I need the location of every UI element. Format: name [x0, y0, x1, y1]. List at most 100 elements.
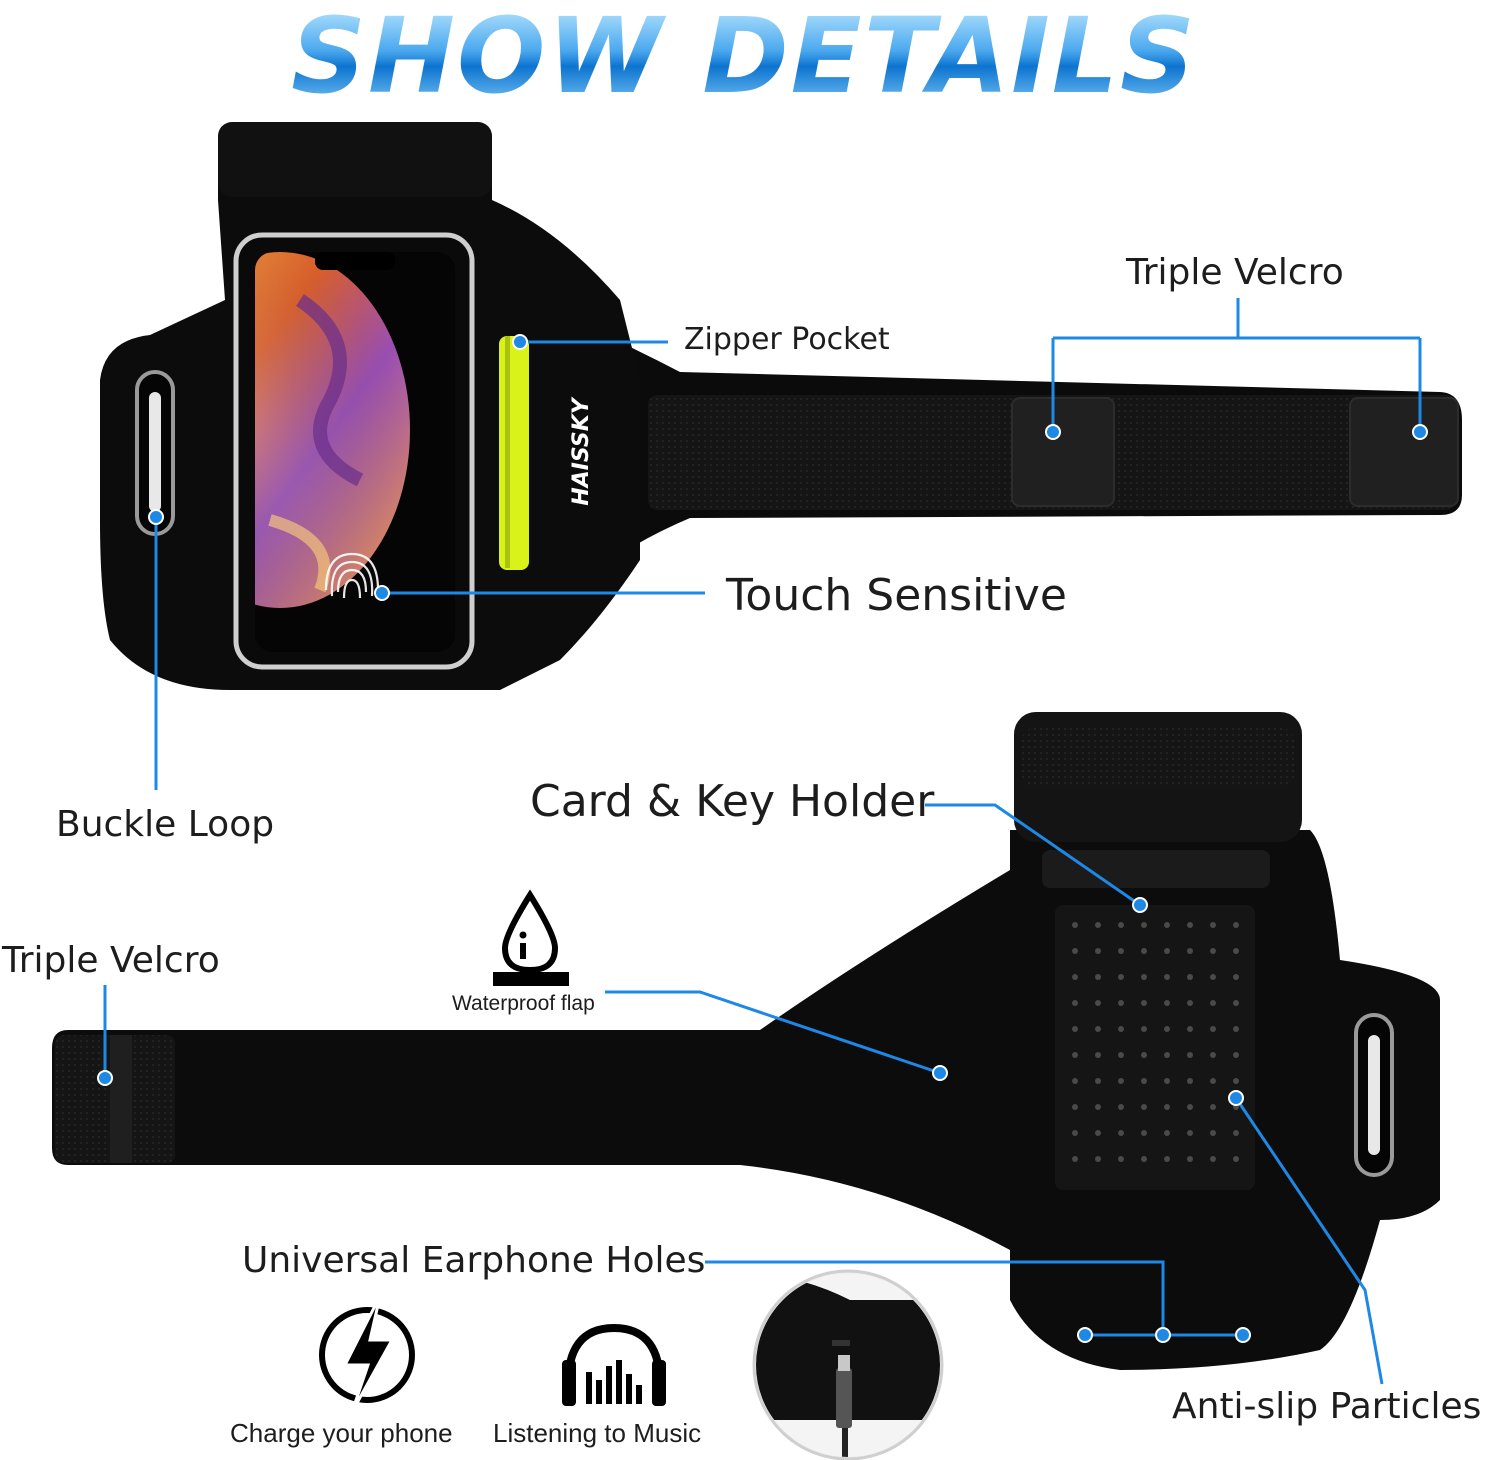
anti-slip-dot: [1164, 1052, 1170, 1058]
anti-slip-dot: [1072, 1026, 1078, 1032]
callout-dot: [1045, 424, 1061, 440]
label-touch-sensitive: Touch Sensitive: [726, 570, 1067, 621]
anti-slip-dot: [1095, 1026, 1101, 1032]
anti-slip-dot: [1141, 948, 1147, 954]
anti-slip-dot: [1072, 1156, 1078, 1162]
anti-slip-dot: [1233, 922, 1239, 928]
anti-slip-dot: [1118, 1000, 1124, 1006]
page-title: SHOW DETAILS: [0, 4, 1488, 108]
callout-dot: [1228, 1090, 1244, 1106]
phone-screen: [255, 252, 455, 652]
callout-dot: [1077, 1327, 1093, 1343]
anti-slip-dot: [1141, 922, 1147, 928]
anti-slip-dot: [1164, 1000, 1170, 1006]
anti-slip-dot: [1072, 922, 1078, 928]
anti-slip-dot: [1164, 1156, 1170, 1162]
armband-front: HAISSKY: [100, 122, 1462, 690]
anti-slip-dot: [1141, 1078, 1147, 1084]
anti-slip-dot: [1141, 1104, 1147, 1110]
anti-slip-dot: [1095, 974, 1101, 980]
anti-slip-dot: [1187, 922, 1193, 928]
anti-slip-dot: [1072, 1130, 1078, 1136]
anti-slip-dot: [1233, 948, 1239, 954]
anti-slip-dot: [1233, 1156, 1239, 1162]
callout-dot: [148, 509, 164, 525]
anti-slip-dot: [1072, 948, 1078, 954]
anti-slip-dot: [1095, 1078, 1101, 1084]
headphones-music-icon: [562, 1323, 666, 1406]
anti-slip-dot: [1187, 948, 1193, 954]
callout-dot: [512, 334, 528, 350]
anti-slip-dot: [1141, 1026, 1147, 1032]
callout-dot: [1132, 897, 1148, 913]
label-triple-velcro-left: Triple Velcro: [2, 940, 220, 981]
anti-slip-dot: [1164, 948, 1170, 954]
anti-slip-dot: [1072, 1104, 1078, 1110]
anti-slip-dot: [1118, 1104, 1124, 1110]
anti-slip-dot: [1118, 1026, 1124, 1032]
anti-slip-dot: [1187, 1052, 1193, 1058]
anti-slip-dot: [1095, 1130, 1101, 1136]
anti-slip-dot: [1164, 974, 1170, 980]
anti-slip-dot: [1187, 974, 1193, 980]
anti-slip-dot: [1187, 1130, 1193, 1136]
feature-music-label: Listening to Music: [493, 1418, 702, 1448]
feature-charge-label: Charge your phone: [230, 1418, 453, 1448]
water-drop-icon: [493, 889, 569, 986]
anti-slip-dot: [1233, 1078, 1239, 1084]
anti-slip-dot: [1164, 1130, 1170, 1136]
anti-slip-dot: [1141, 974, 1147, 980]
anti-slip-dot: [1095, 1052, 1101, 1058]
callout-line: [925, 803, 1141, 907]
fingerprint-icon: [324, 552, 380, 599]
anti-slip-dots: [1072, 922, 1239, 1162]
anti-slip-dot: [1233, 974, 1239, 980]
callout-dot: [1412, 424, 1428, 440]
label-earphone-holes: Universal Earphone Holes: [242, 1240, 706, 1281]
callout-dot: [932, 1065, 948, 1081]
anti-slip-dot: [1210, 1026, 1216, 1032]
anti-slip-dot: [1118, 974, 1124, 980]
callout-dot: [1155, 1327, 1171, 1343]
anti-slip-dot: [1118, 922, 1124, 928]
anti-slip-dot: [1118, 1052, 1124, 1058]
anti-slip-dot: [1118, 1156, 1124, 1162]
anti-slip-dot: [1187, 1000, 1193, 1006]
anti-slip-dot: [1141, 1000, 1147, 1006]
anti-slip-dot: [1072, 974, 1078, 980]
anti-slip-dot: [1210, 974, 1216, 980]
anti-slip-dot: [1233, 1026, 1239, 1032]
anti-slip-dot: [1210, 922, 1216, 928]
label-zipper-pocket: Zipper Pocket: [684, 322, 890, 357]
anti-slip-dot: [1072, 1000, 1078, 1006]
anti-slip-dot: [1210, 1078, 1216, 1084]
anti-slip-dot: [1095, 1000, 1101, 1006]
anti-slip-dot: [1072, 1078, 1078, 1084]
brand-logo: HAISSKY: [569, 396, 594, 506]
callout-dot: [1235, 1327, 1251, 1343]
anti-slip-dot: [1233, 1130, 1239, 1136]
anti-slip-dot: [1187, 1026, 1193, 1032]
anti-slip-dot: [1164, 1104, 1170, 1110]
anti-slip-dot: [1164, 1078, 1170, 1084]
anti-slip-dot: [1233, 1052, 1239, 1058]
anti-slip-dot: [1187, 1156, 1193, 1162]
anti-slip-dot: [1095, 922, 1101, 928]
anti-slip-dot: [1118, 1078, 1124, 1084]
label-anti-slip: Anti-slip Particles: [1172, 1386, 1482, 1427]
anti-slip-dot: [1141, 1052, 1147, 1058]
anti-slip-dot: [1141, 1130, 1147, 1136]
callout-lines: [103, 298, 1422, 1385]
callout-line: [1051, 298, 1422, 432]
anti-slip-dot: [1210, 1104, 1216, 1110]
label-card-key-holder: Card & Key Holder: [530, 776, 935, 827]
callout-line: [1234, 1097, 1384, 1385]
callout-dot: [374, 585, 390, 601]
anti-slip-dot: [1164, 922, 1170, 928]
lightning-charge-icon: [319, 1295, 415, 1413]
anti-slip-dot: [1210, 948, 1216, 954]
anti-slip-dot: [1210, 1130, 1216, 1136]
label-buckle-loop: Buckle Loop: [56, 804, 275, 845]
anti-slip-dot: [1233, 1000, 1239, 1006]
